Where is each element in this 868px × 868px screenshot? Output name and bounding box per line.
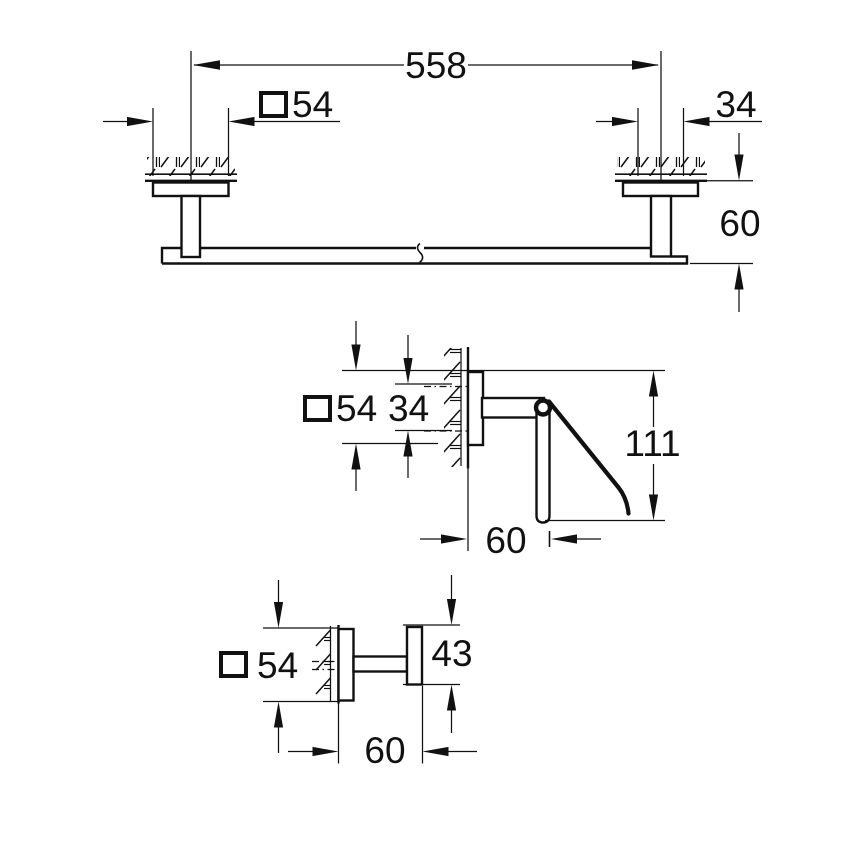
- arrowhead: [312, 746, 339, 757]
- arrowhead: [441, 534, 467, 544]
- arrowhead: [403, 430, 413, 457]
- arrowhead: [734, 263, 744, 290]
- dim-knob-43: 43: [403, 575, 473, 733]
- pivot: [533, 398, 553, 417]
- mount-plate-right: [621, 181, 700, 198]
- dim-label-depth: 60: [364, 730, 405, 771]
- wall-hatch: [314, 626, 331, 702]
- wall-hatch: [617, 157, 705, 176]
- square-symbol-icon: [259, 91, 288, 118]
- dim-depth-60: 60: [288, 686, 477, 771]
- dim-inner-34: 34: [388, 335, 452, 478]
- arrowhead: [422, 746, 449, 757]
- square-symbol-icon: [303, 395, 332, 422]
- wall: [424, 347, 470, 551]
- dim-depth-60: 60: [420, 520, 601, 561]
- arrowhead: [351, 344, 361, 371]
- arrowhead: [228, 116, 255, 127]
- dim-label-inner: 34: [388, 388, 429, 429]
- towel-bar-drawing: 558 54 34: [103, 45, 762, 312]
- mount-plate: [337, 627, 355, 702]
- mount-post-left: [180, 194, 202, 259]
- dim-inner-34: 34: [596, 84, 762, 176]
- mount-plate-left: [151, 181, 230, 198]
- arrowhead: [403, 358, 413, 384]
- arrowhead: [632, 60, 659, 70]
- dim-label-knob: 43: [431, 633, 472, 674]
- cover-flap: [546, 399, 631, 516]
- dim-plate-54: 54: [303, 321, 438, 491]
- arrowhead: [683, 116, 710, 127]
- arrowhead: [351, 443, 361, 470]
- arrowhead: [551, 534, 577, 544]
- roll-post: [535, 408, 551, 524]
- dim-height-111: 111: [545, 370, 681, 522]
- wall-left: [145, 157, 237, 183]
- square-symbol-icon: [219, 651, 248, 678]
- arrowhead: [446, 599, 457, 625]
- dim-label-plate: 54: [257, 645, 298, 686]
- arrowhead: [193, 60, 220, 70]
- hook-stem: [352, 655, 409, 673]
- arrowhead: [734, 154, 744, 181]
- wall-hatch: [147, 157, 235, 176]
- robe-hook-drawing: 54 43: [219, 575, 477, 771]
- dim-label-length: 558: [405, 45, 467, 86]
- arrowhead: [446, 684, 457, 711]
- dim-depth-60: 60: [690, 133, 761, 312]
- dim-plate-54: 54: [219, 580, 339, 753]
- dim-label-plate: 54: [292, 84, 333, 125]
- dim-label-inner: 34: [715, 84, 756, 125]
- paper-holder-drawing: 54 34 111: [303, 321, 681, 561]
- dim-label-depth: 60: [719, 203, 760, 244]
- arrowhead: [612, 116, 638, 127]
- dim-label-height: 111: [624, 423, 680, 464]
- dim-label-depth: 60: [485, 520, 526, 561]
- break-mark: [416, 242, 424, 264]
- wall-hatch: [444, 348, 461, 467]
- wall: [312, 625, 340, 764]
- bar: [160, 242, 689, 265]
- arrowhead: [648, 370, 659, 397]
- arrowhead: [273, 602, 284, 628]
- dim-plate-54: 54: [103, 84, 340, 176]
- dim-length-558: 558: [193, 45, 659, 86]
- wall-right: [615, 157, 753, 183]
- mount-plate: [466, 370, 485, 447]
- hook-knob: [405, 625, 424, 686]
- arrowhead: [127, 116, 153, 127]
- dim-label-plate: 54: [336, 388, 377, 429]
- mount-post-right: [649, 194, 673, 258]
- arrowhead: [273, 701, 284, 728]
- arrowhead: [648, 494, 659, 521]
